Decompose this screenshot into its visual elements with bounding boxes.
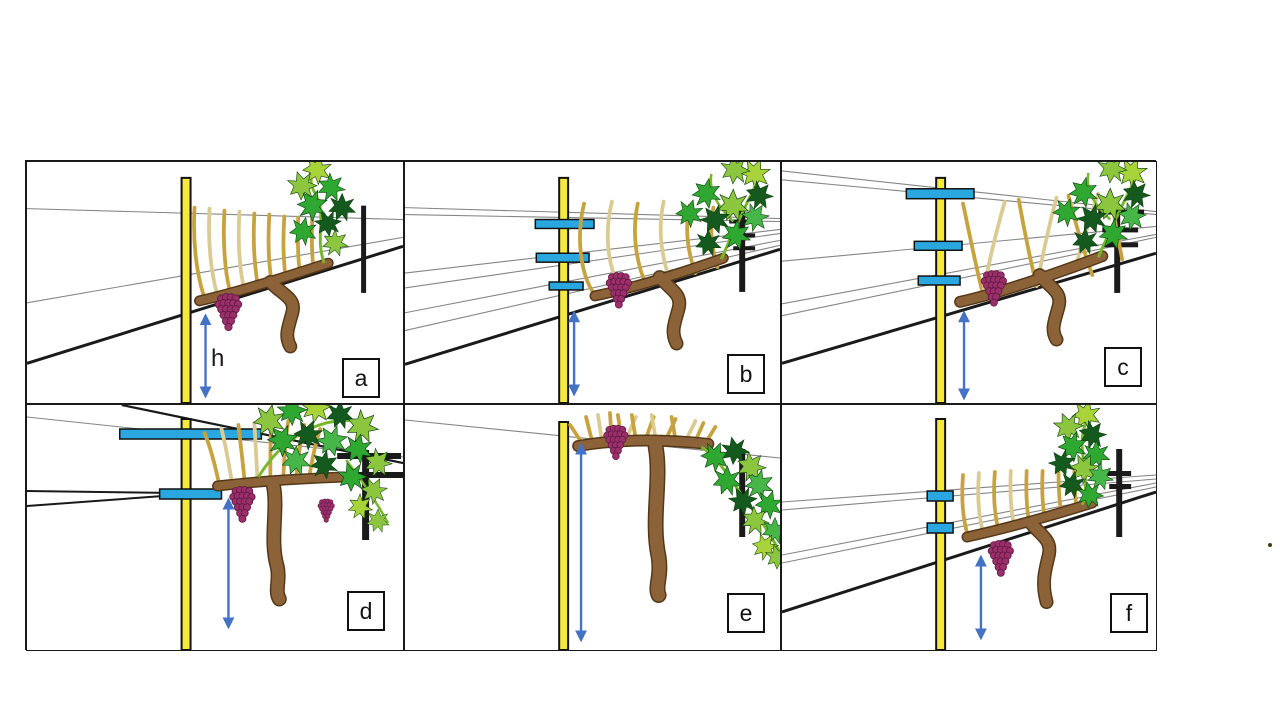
- grape-cluster: [214, 293, 243, 332]
- leaf-shoot: [697, 433, 780, 573]
- panel-label-e: e: [727, 593, 765, 633]
- trellis-post: [558, 421, 570, 650]
- panel-c-drawing: [782, 162, 1156, 403]
- panel-b: b: [404, 161, 781, 404]
- grapevine-trunk: [572, 434, 715, 603]
- panel-e: e: [404, 404, 781, 651]
- leaf-canopy: [251, 405, 398, 533]
- cross-arms: [905, 188, 975, 286]
- panel-a-drawing: [27, 162, 403, 403]
- ground-line: [782, 251, 1156, 365]
- panel-label-d: d: [347, 591, 385, 631]
- panel-b-drawing: [405, 162, 780, 403]
- trellis-post: [935, 418, 947, 650]
- trellis-post: [935, 176, 947, 403]
- panel-a: h a: [26, 161, 404, 404]
- cross-arms: [534, 218, 595, 291]
- leaf-canopy: [672, 162, 779, 260]
- stray-dot: [1268, 543, 1272, 547]
- grapevine-trunk: [954, 250, 1109, 347]
- panel-label-a: a: [342, 358, 380, 398]
- trellis-post: [180, 176, 192, 403]
- grapevine-trunk: [194, 257, 334, 354]
- panel-label-b: b: [727, 354, 765, 394]
- panel-f: f: [781, 404, 1157, 651]
- panel-grid: h a: [25, 160, 1157, 651]
- grape-cluster-small: [317, 498, 335, 523]
- panel-label-f: f: [1110, 593, 1148, 633]
- leaf-canopy: [283, 162, 356, 264]
- trellis-post: [180, 418, 192, 650]
- panel-label-c: c: [1104, 347, 1142, 387]
- panel-f-drawing: [782, 405, 1156, 650]
- grape-cluster: [229, 486, 256, 523]
- wire-clips: [926, 490, 954, 534]
- cross-arms: [119, 428, 263, 500]
- grapevine-trunk: [589, 252, 729, 351]
- panel-e-drawing: [405, 411, 780, 650]
- leaf-canopy: [1049, 162, 1156, 258]
- panel-c: c: [781, 161, 1157, 404]
- panel-d-drawing: [27, 405, 403, 650]
- end-post: [739, 449, 746, 537]
- wires: [782, 474, 1156, 564]
- wire-pair: [27, 490, 177, 507]
- grape-cluster: [987, 540, 1014, 577]
- ground-line: [782, 490, 1156, 614]
- grapevine-trunk: [961, 497, 1098, 609]
- leaf-canopy: [1043, 405, 1119, 511]
- grape-cluster: [603, 424, 629, 460]
- panel-d: d: [26, 404, 404, 651]
- end-post: [361, 205, 367, 293]
- height-label: h: [211, 345, 225, 372]
- end-post: [1107, 449, 1132, 537]
